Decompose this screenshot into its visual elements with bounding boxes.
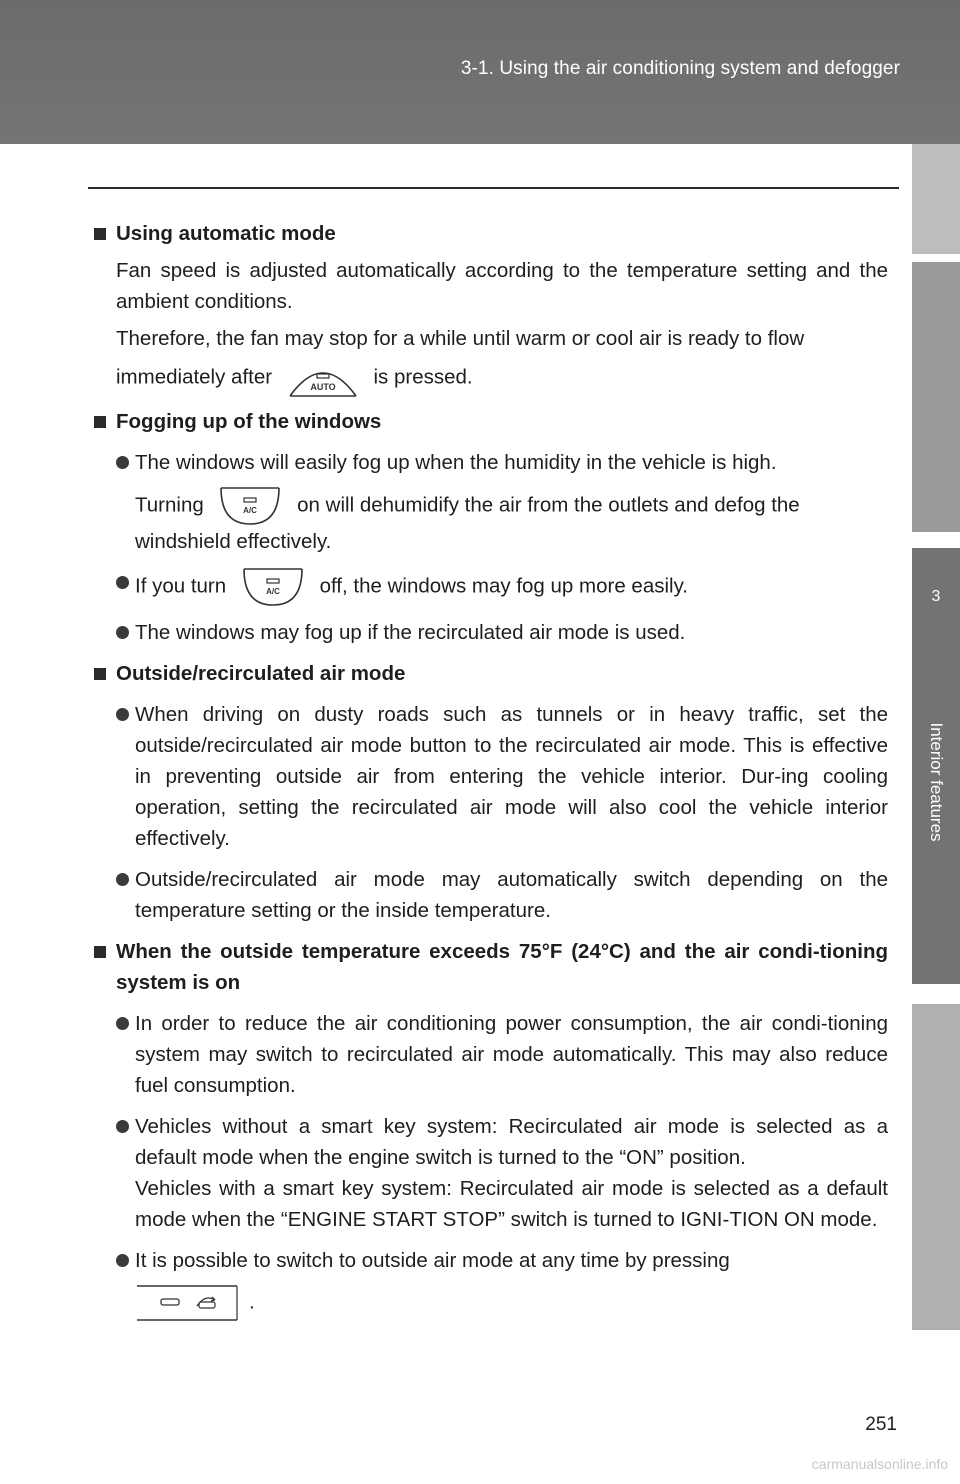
side-tab-gray-band [912,1004,960,1330]
page-content: Using automatic mode Fan speed is adjust… [94,212,888,1324]
section-title: 3-1. Using the air conditioning system a… [460,58,900,79]
text: Vehicles without a smart key system: Rec… [135,1115,888,1169]
bullet-dot-icon [116,576,129,589]
square-bullet-icon [94,668,106,680]
text: immediately after [116,365,273,389]
bullet-dot-icon [116,456,129,469]
svg-text:A/C: A/C [266,587,280,596]
section-heading: Fogging up of the windows [94,406,888,437]
paragraph: Fan speed is adjusted automatically acco… [116,259,888,313]
text-line: Turning A/C on will dehumidify the air f… [135,486,888,526]
text: windshield effectively. [135,530,332,553]
square-bullet-icon [94,946,106,958]
outside-air-button-icon [135,1282,239,1324]
bullet-dot-icon [116,1120,129,1133]
list-item: Outside/recirculated air mode may automa… [110,864,888,926]
list-item: It is possible to switch to outside air … [110,1245,888,1324]
text: Outside/recirculated air mode may automa… [135,868,888,922]
text: When driving on dusty roads such as tunn… [135,703,888,850]
text: If you turn [135,574,227,598]
page-number: 251 [865,1414,897,1435]
list-item: The windows may fog up if the recirculat… [110,617,888,648]
chapter-name: Interior features [927,722,946,842]
text: . [249,1290,255,1314]
heading-text: Using automatic mode [116,222,336,245]
text: is pressed. [373,365,473,389]
section-heading: When the outside temperature exceeds 75°… [94,936,888,998]
list-item: Vehicles without a smart key system: Rec… [110,1111,888,1235]
text: The windows may fog up if the recirculat… [135,621,686,644]
header-band: 3-1. Using the air conditioning system a… [0,0,960,144]
text: on will dehumidify the air from the outl… [297,493,800,517]
side-tab-gray-band [912,262,960,532]
list-item: In order to reduce the air conditioning … [110,1008,888,1101]
top-rule [88,187,899,189]
side-tab-gray-band [912,144,960,254]
watermark: carmanualsonline.info [811,1456,948,1472]
text: Turning [135,493,204,517]
auto-button-icon: AUTO [288,358,358,398]
ac-button-icon: A/C [219,486,281,526]
svg-text:A/C: A/C [244,506,258,515]
text: off, the windows may fog up more easily. [319,574,688,598]
section-heading: Outside/recirculated air mode [94,658,888,689]
chapter-number: 3 [931,588,941,605]
bullet-dot-icon [116,626,129,639]
paragraph: immediately after AUTO is pressed. [110,358,888,398]
section-heading: Using automatic mode [94,218,888,249]
list-item: If you turn A/C off, the windows may fog… [110,567,888,607]
text: It is possible to switch to outside air … [135,1249,730,1272]
square-bullet-icon [94,416,106,428]
bullet-dot-icon [116,1254,129,1267]
heading-text: Fogging up of the windows [116,410,382,433]
svg-text:AUTO: AUTO [310,382,335,392]
heading-text: When the outside temperature exceeds 75°… [116,940,888,994]
text: The windows will easily fog up when the … [135,451,777,474]
text: In order to reduce the air conditioning … [135,1012,888,1097]
bullet-dot-icon [116,1017,129,1030]
bullet-dot-icon [116,873,129,886]
list-item: The windows will easily fog up when the … [110,447,888,557]
bullet-dot-icon [116,708,129,721]
paragraph: Therefore, the fan may stop for a while … [116,327,805,350]
text-line: . [135,1282,888,1324]
square-bullet-icon [94,228,106,240]
chapter-side-tab: 3 Interior features [912,144,960,1330]
heading-text: Outside/recirculated air mode [116,662,406,685]
ac-button-icon: A/C [242,567,304,607]
text: Vehicles with a smart key system: Recirc… [135,1177,888,1231]
side-tab-active [912,548,960,984]
list-item: When driving on dusty roads such as tunn… [110,699,888,854]
